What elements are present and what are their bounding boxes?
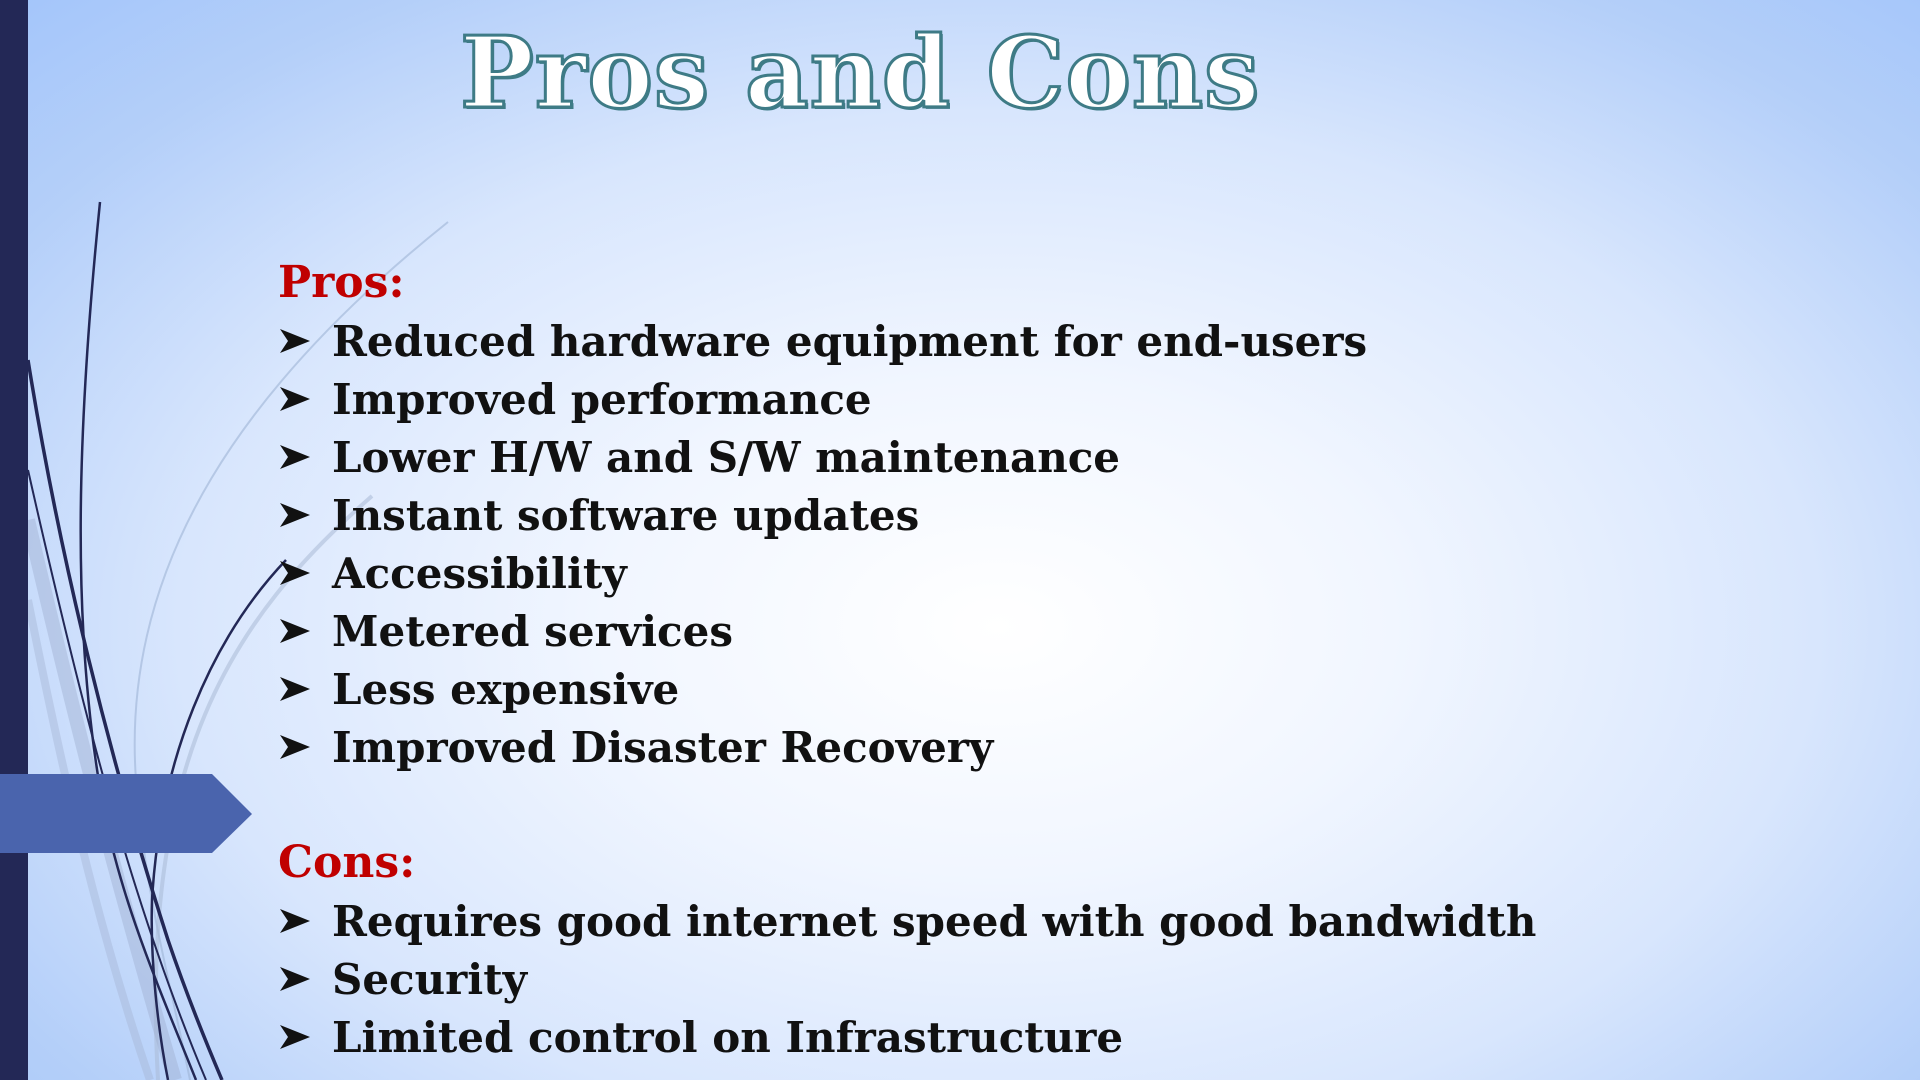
cons-list: Requires good internet speed with good b… [278,892,1798,1066]
arrowhead-bullet-icon [278,660,332,718]
left-accent-bar [0,0,28,1080]
list-item: Improved performance [278,370,1798,428]
list-item: Metered services [278,602,1798,660]
cons-heading: Cons: [278,837,416,888]
content-body: Pros: Reduced hardware equipment for end… [278,254,1798,1066]
list-item: Less expensive [278,660,1798,718]
arrowhead-bullet-icon [278,602,332,660]
arrowhead-bullet-icon [278,370,332,428]
list-item-text: Metered services [332,606,733,656]
arrowhead-bullet-icon [278,486,332,544]
list-item-text: Improved performance [332,374,872,424]
list-item: Reduced hardware equipment for end-users [278,312,1798,370]
slide-title: Pros and Cons [458,14,1261,134]
pros-heading: Pros: [278,257,405,308]
arrowhead-bullet-icon [278,950,332,1008]
arrowhead-bullet-icon [278,544,332,602]
list-item-text: Less expensive [332,664,680,714]
list-item-text: Instant software updates [332,490,920,540]
list-item: Accessibility [278,544,1798,602]
list-item: Security [278,950,1798,1008]
list-item: Lower H/W and S/W maintenance [278,428,1798,486]
list-item-text: Limited control on Infrastructure [332,1012,1124,1062]
list-item-text: Reduced hardware equipment for end-users [332,316,1368,366]
list-item-text: Security [332,954,528,1004]
arrowhead-bullet-icon [278,892,332,950]
list-item-text: Accessibility [332,548,627,598]
title-text: Pros and Cons [458,15,1261,133]
section-spacer [278,776,1798,834]
list-item: Limited control on Infrastructure [278,1008,1798,1066]
list-item-text: Improved Disaster Recovery [332,722,994,772]
list-item-text: Requires good internet speed with good b… [332,896,1537,946]
arrowhead-bullet-icon [278,1008,332,1066]
list-item: Instant software updates [278,486,1798,544]
list-item: Requires good internet speed with good b… [278,892,1798,950]
arrowhead-bullet-icon [278,428,332,486]
list-item-text: Lower H/W and S/W maintenance [332,432,1121,482]
arrowhead-bullet-icon [278,718,332,776]
arrowhead-bullet-icon [278,312,332,370]
list-item: Improved Disaster Recovery [278,718,1798,776]
pros-list: Reduced hardware equipment for end-users… [278,312,1798,776]
